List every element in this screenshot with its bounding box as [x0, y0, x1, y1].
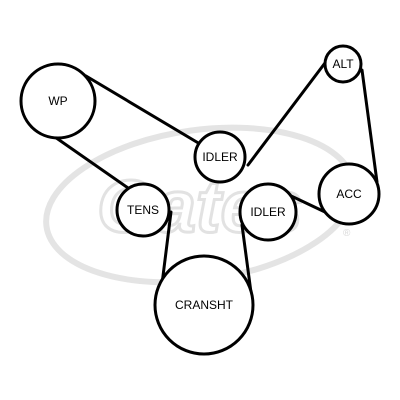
belt-segment-wp-idler [84, 74, 202, 146]
pulley-cranksht-label: CRANSHT [175, 298, 234, 312]
pulley-tens-label: TENS [127, 203, 159, 217]
watermark-registered-mark: ® [343, 228, 351, 239]
belt-segment-alt-acc [360, 68, 379, 184]
pulley-acc-circle [317, 162, 381, 226]
pulley-alt: ALT [323, 44, 363, 84]
pulley-wp-circle [19, 62, 97, 140]
pulley-idler-low-circle [238, 182, 298, 242]
belt-segment-idler-alt [246, 53, 333, 167]
pulley-idler-low: IDLER [238, 182, 298, 242]
pulley-alt-label: ALT [332, 57, 354, 71]
belt [40, 53, 379, 302]
pulley-tens-circle [115, 182, 171, 238]
pulley-wp: WP [19, 62, 97, 140]
pulley-wp-label: WP [48, 94, 67, 108]
pulley-cranksht-circle [153, 254, 255, 356]
pulley-idler-top-label: IDLER [202, 150, 238, 164]
pulley-acc: ACC [317, 162, 381, 226]
pulley-idler-top: IDLER [193, 130, 247, 184]
pulley-tens: TENS [115, 182, 171, 238]
pulley-idler-low-label: IDLER [250, 205, 286, 219]
pulley-alt-circle [323, 44, 363, 84]
pulley-cranksht: CRANSHT [153, 254, 255, 356]
pulley-acc-label: ACC [336, 187, 362, 201]
pulley-idler-top-circle [193, 130, 247, 184]
